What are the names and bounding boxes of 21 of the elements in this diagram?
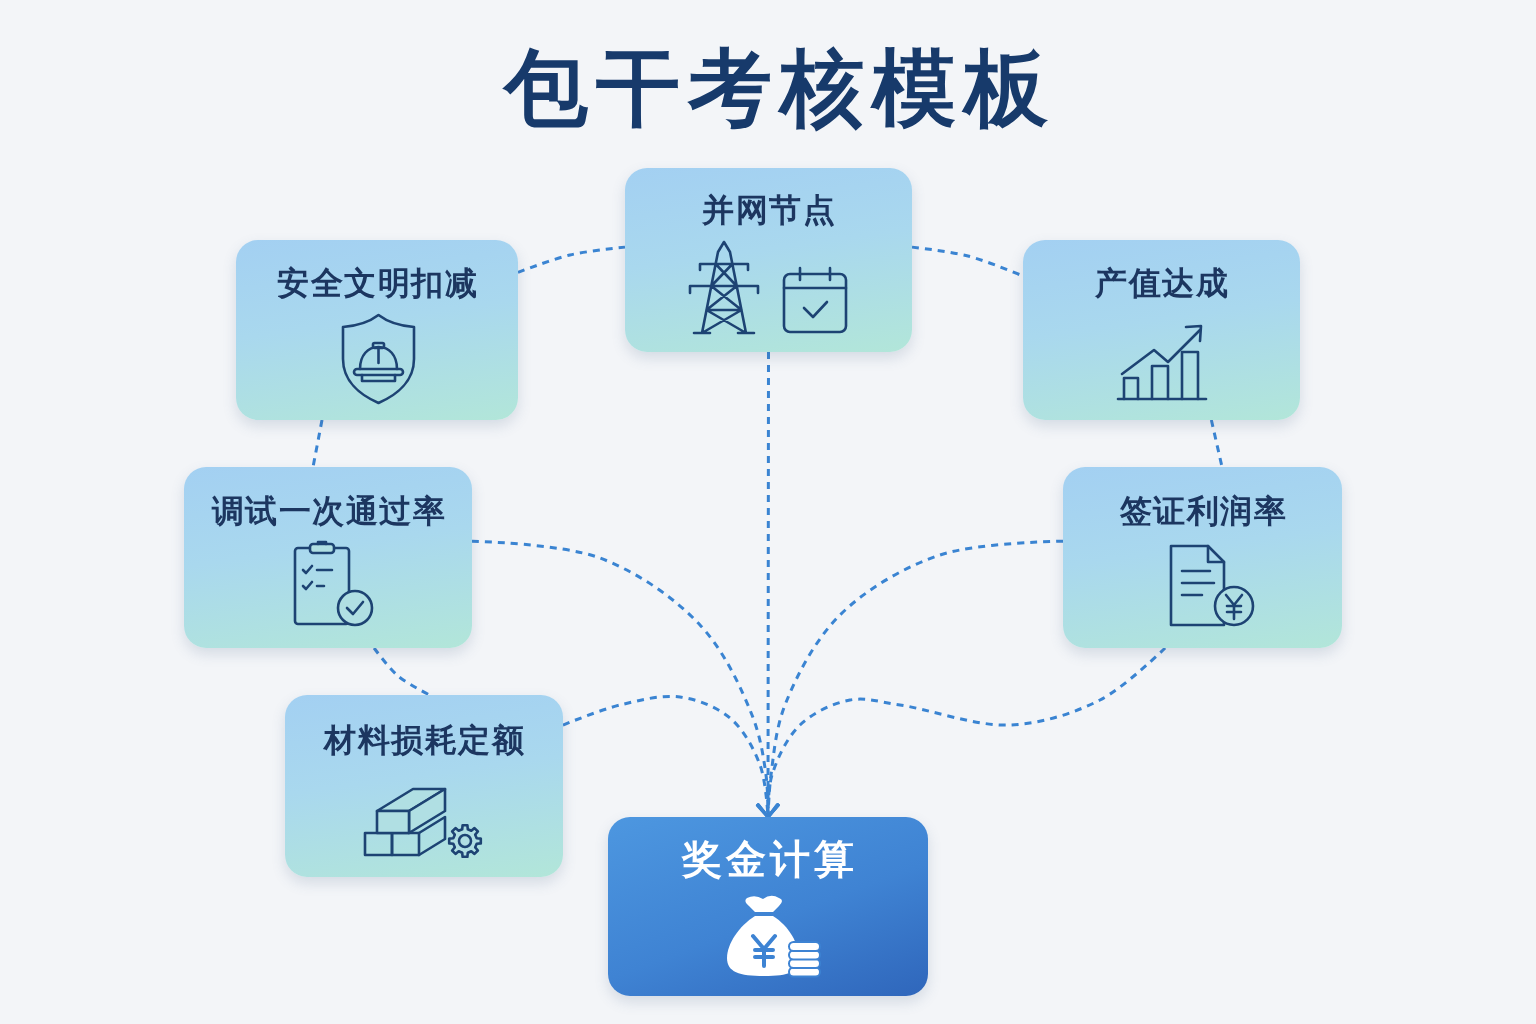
dashed-connector bbox=[311, 419, 324, 468]
metric-card bbox=[184, 467, 472, 648]
node-label: 并网节点 bbox=[701, 191, 837, 230]
node-label: 安全文明扣减 bbox=[276, 264, 479, 303]
metric-card bbox=[1063, 467, 1342, 648]
dashed-connector bbox=[1209, 419, 1224, 468]
dashed-connector bbox=[372, 647, 431, 697]
metric-card bbox=[236, 240, 518, 420]
node-label: 产值达成 bbox=[1094, 264, 1230, 303]
metric-card bbox=[285, 695, 563, 877]
metric-card bbox=[625, 168, 912, 352]
node-label: 签证利润率 bbox=[1118, 492, 1287, 531]
node-label: 奖金计算 bbox=[680, 835, 858, 883]
dashed-arrow bbox=[562, 694, 779, 819]
node-label: 调试一次通过率 bbox=[210, 492, 446, 531]
dashed-connector bbox=[517, 245, 626, 274]
title: 包干考核模板 bbox=[501, 41, 1056, 135]
result-card bbox=[608, 817, 928, 996]
metric-card bbox=[1023, 240, 1300, 420]
dashed-arrow bbox=[756, 646, 1167, 819]
node-label: 材料损耗定额 bbox=[322, 721, 526, 760]
